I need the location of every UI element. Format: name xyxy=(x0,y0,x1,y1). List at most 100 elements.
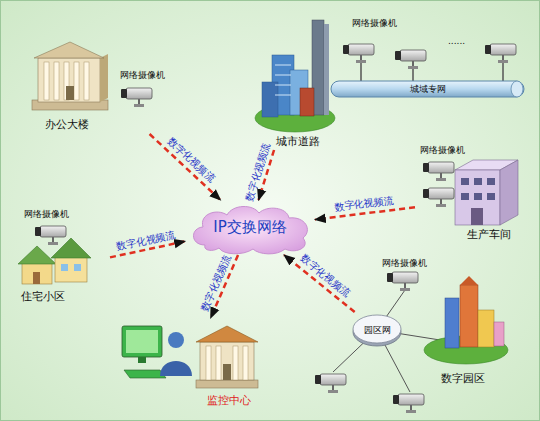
monitor-center xyxy=(196,326,258,342)
camera-symbol xyxy=(423,188,454,207)
office-building xyxy=(66,86,74,100)
campus-buildings xyxy=(460,285,478,347)
city-buildings xyxy=(300,88,314,116)
campus-buildings xyxy=(460,276,478,285)
monitor-center-node: 监控中心 xyxy=(115,318,265,413)
residential-node: 住宅小区 xyxy=(15,230,110,305)
edge-label: 数字化视频流 xyxy=(165,136,217,186)
pipe-stem xyxy=(361,62,503,82)
node-label: 监控中心 xyxy=(207,394,251,407)
monitor-center xyxy=(124,370,166,378)
pipe-shape xyxy=(331,81,524,97)
factory-building xyxy=(461,193,469,200)
metro-network-band: 城域专网 xyxy=(330,80,525,98)
city-buildings xyxy=(275,85,291,86)
residential-houses xyxy=(61,264,68,271)
node-label: 数字园区 xyxy=(441,372,485,385)
residential-houses xyxy=(18,246,56,264)
camera-symbol xyxy=(395,50,426,69)
monitor-center xyxy=(196,380,258,388)
monitor-center xyxy=(122,326,162,357)
office-building xyxy=(34,42,104,58)
residential-houses xyxy=(33,272,40,284)
campus-buildings xyxy=(445,298,459,348)
node-label: 住宅小区 xyxy=(21,290,65,303)
city-road-node: 城市道路 xyxy=(250,15,340,150)
node-label: 园区网 xyxy=(352,312,402,348)
monitor-center xyxy=(233,346,238,380)
monitor-center xyxy=(168,332,184,348)
office-node: 办公大楼 xyxy=(28,38,168,134)
office-building xyxy=(100,54,108,102)
digital-campus-node: 数字园区 xyxy=(425,280,510,388)
office-building xyxy=(38,58,100,102)
office-building xyxy=(32,42,108,110)
camera-symbol xyxy=(387,272,418,291)
camera-label: 网络摄像机 xyxy=(420,145,465,156)
edge-label: 数字化视频流 xyxy=(333,195,394,214)
campus-buildings xyxy=(494,322,504,346)
camera-label: 网络摄像机 xyxy=(352,18,397,29)
office-building xyxy=(54,62,59,100)
node-label: 生产车间 xyxy=(467,228,511,241)
city-buildings xyxy=(275,95,291,96)
node-label: 城市道路 xyxy=(276,135,320,148)
campus-buildings xyxy=(424,276,508,364)
camera-symbol xyxy=(485,44,516,63)
camera-label: 网络摄像机 xyxy=(24,209,69,220)
monitor-center xyxy=(122,326,258,388)
residential-houses xyxy=(22,262,52,284)
campus-buildings xyxy=(478,310,494,347)
city-buildings xyxy=(262,82,278,117)
monitor-center xyxy=(138,357,146,363)
camera-symbol xyxy=(393,394,424,413)
ellipsis-label: ...... xyxy=(448,36,465,47)
monitor-center xyxy=(126,330,158,353)
factory-node: 生产车间 xyxy=(415,158,525,243)
monitor-center xyxy=(243,346,248,380)
camera-label: 网络摄像机 xyxy=(382,258,427,269)
video-stream-arrow xyxy=(150,134,221,200)
factory-building xyxy=(455,160,518,225)
factory-building xyxy=(474,178,482,185)
monitor-center xyxy=(216,346,221,380)
pipe-shape xyxy=(511,81,523,97)
city-buildings xyxy=(255,20,335,132)
camera-symbol xyxy=(35,226,66,245)
node-label: IP交换网络 xyxy=(185,200,315,255)
city-buildings xyxy=(275,75,291,76)
residential-houses xyxy=(55,256,87,282)
edge-label: 数字化视频流 xyxy=(199,253,234,313)
factory-building xyxy=(500,160,518,225)
camera-label: 网络摄像机 xyxy=(120,70,165,81)
office-building xyxy=(84,62,89,100)
edge-label: 数字化视频流 xyxy=(115,228,176,252)
office-building xyxy=(44,62,49,100)
monitor-center xyxy=(160,361,192,376)
city-buildings xyxy=(324,24,329,115)
camera-symbol xyxy=(343,44,374,63)
factory-building xyxy=(474,193,482,200)
factory-building xyxy=(471,208,483,225)
pipe-stem xyxy=(360,62,362,82)
node-label: 城域专网 xyxy=(330,80,525,98)
campus-network-disk: 园区网 xyxy=(352,312,402,348)
residential-houses xyxy=(51,238,91,258)
ip-network-cloud: IP交换网络 xyxy=(185,200,315,255)
monitor-center xyxy=(223,364,231,380)
pipe-stem xyxy=(412,68,414,82)
monitor-center xyxy=(200,342,254,380)
city-buildings xyxy=(275,65,291,66)
monitor-center xyxy=(206,346,211,380)
camera-symbol xyxy=(121,88,152,107)
campus-links xyxy=(333,290,440,392)
camera-symbol xyxy=(423,162,454,181)
factory-building xyxy=(455,170,500,225)
